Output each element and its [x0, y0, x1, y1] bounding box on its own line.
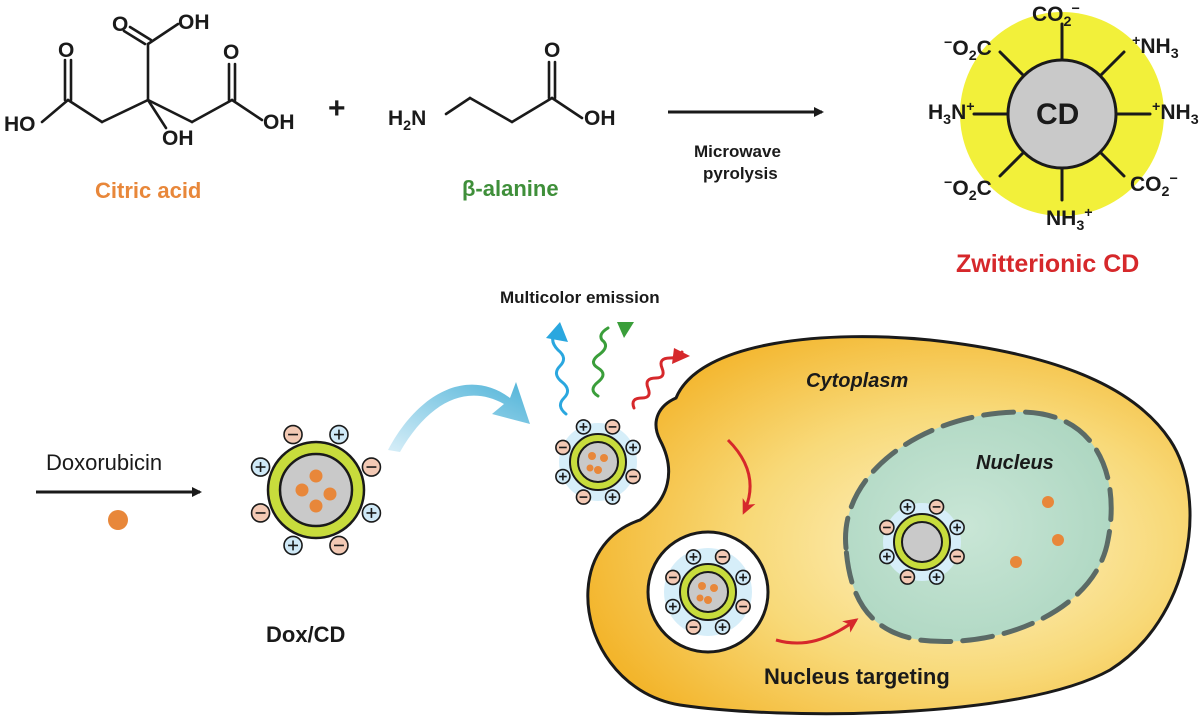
zwitterionic-cd-label: Zwitterionic CD	[956, 250, 1140, 278]
citric-oh-right: OH	[263, 111, 295, 134]
citric-oh-top: OH	[178, 11, 210, 34]
cytoplasm-label: Cytoplasm	[806, 370, 909, 392]
citric-acid-structure	[40, 22, 264, 130]
drug-dot	[710, 584, 718, 592]
drug-dot	[704, 596, 712, 604]
multicolor-emission-waves	[551, 326, 684, 416]
beta-alanine-label: β-alanine	[462, 176, 559, 201]
beta-alanine-oh: OH	[584, 107, 616, 130]
drug-dot	[698, 582, 706, 590]
cd-core-label: CD	[1036, 98, 1080, 131]
zw-co2-top: CO2−	[1032, 1, 1080, 31]
cd-core	[687, 571, 729, 613]
nucleus-targeting-arrow	[775, 618, 859, 645]
zw-nh3-right: +NH3	[1152, 99, 1199, 129]
citric-oh-center: OH	[162, 127, 194, 150]
nucleus-envelope	[843, 409, 1114, 644]
zw-nh3-left: H3N+	[928, 99, 975, 129]
cd-core	[901, 521, 943, 563]
uptake-arrow	[388, 382, 530, 452]
zw-co2-lower-left: −O2C	[944, 175, 992, 205]
plus-sign: +	[328, 92, 346, 125]
doxorubicin-label: Doxorubicin	[46, 450, 163, 475]
internalization-arrow	[726, 438, 756, 515]
doxorubicin-molecule	[108, 510, 128, 530]
zw-co2-upper-left: −O2C	[944, 35, 992, 65]
beta-alanine-structure	[444, 60, 584, 124]
beta-alanine-amine: H2N	[388, 107, 427, 135]
nucleus-targeting-label: Nucleus targeting	[764, 664, 950, 689]
drug-dot	[594, 466, 602, 474]
multicolor-emission-label: Multicolor emission	[500, 288, 660, 307]
drug-dot	[600, 454, 608, 462]
citric-o-top: O	[112, 13, 129, 36]
citric-acid-label: Citric acid	[95, 178, 202, 203]
reaction-condition-line2: pyrolysis	[703, 164, 778, 183]
zw-co2-lower-right: CO2−	[1130, 171, 1178, 201]
zwitterionic-cd-particle	[960, 12, 1164, 216]
nucleus-drug-dot	[1052, 534, 1064, 546]
dox-cd-label: Dox/CD	[266, 622, 346, 647]
beta-alanine-o: O	[544, 39, 561, 62]
zw-nh3-bottom: NH3+	[1046, 205, 1093, 235]
citric-ho-left: HO	[4, 113, 36, 136]
reaction-condition-line1: Microwave	[694, 142, 781, 161]
cd-core	[577, 441, 619, 483]
citric-o-left: O	[58, 39, 75, 62]
nucleus-drug-dot	[1010, 556, 1022, 568]
zw-nh3-upper-right: +NH3	[1132, 33, 1179, 63]
drug-dot	[588, 452, 596, 460]
drug-dot	[586, 464, 594, 472]
citric-o-right: O	[223, 41, 240, 64]
dox-cd-complex	[266, 440, 366, 540]
nucleus-drug-dot	[1042, 496, 1054, 508]
cd-particles	[250, 419, 965, 635]
nucleus-label: Nucleus	[976, 452, 1054, 474]
drug-dot	[696, 594, 704, 602]
